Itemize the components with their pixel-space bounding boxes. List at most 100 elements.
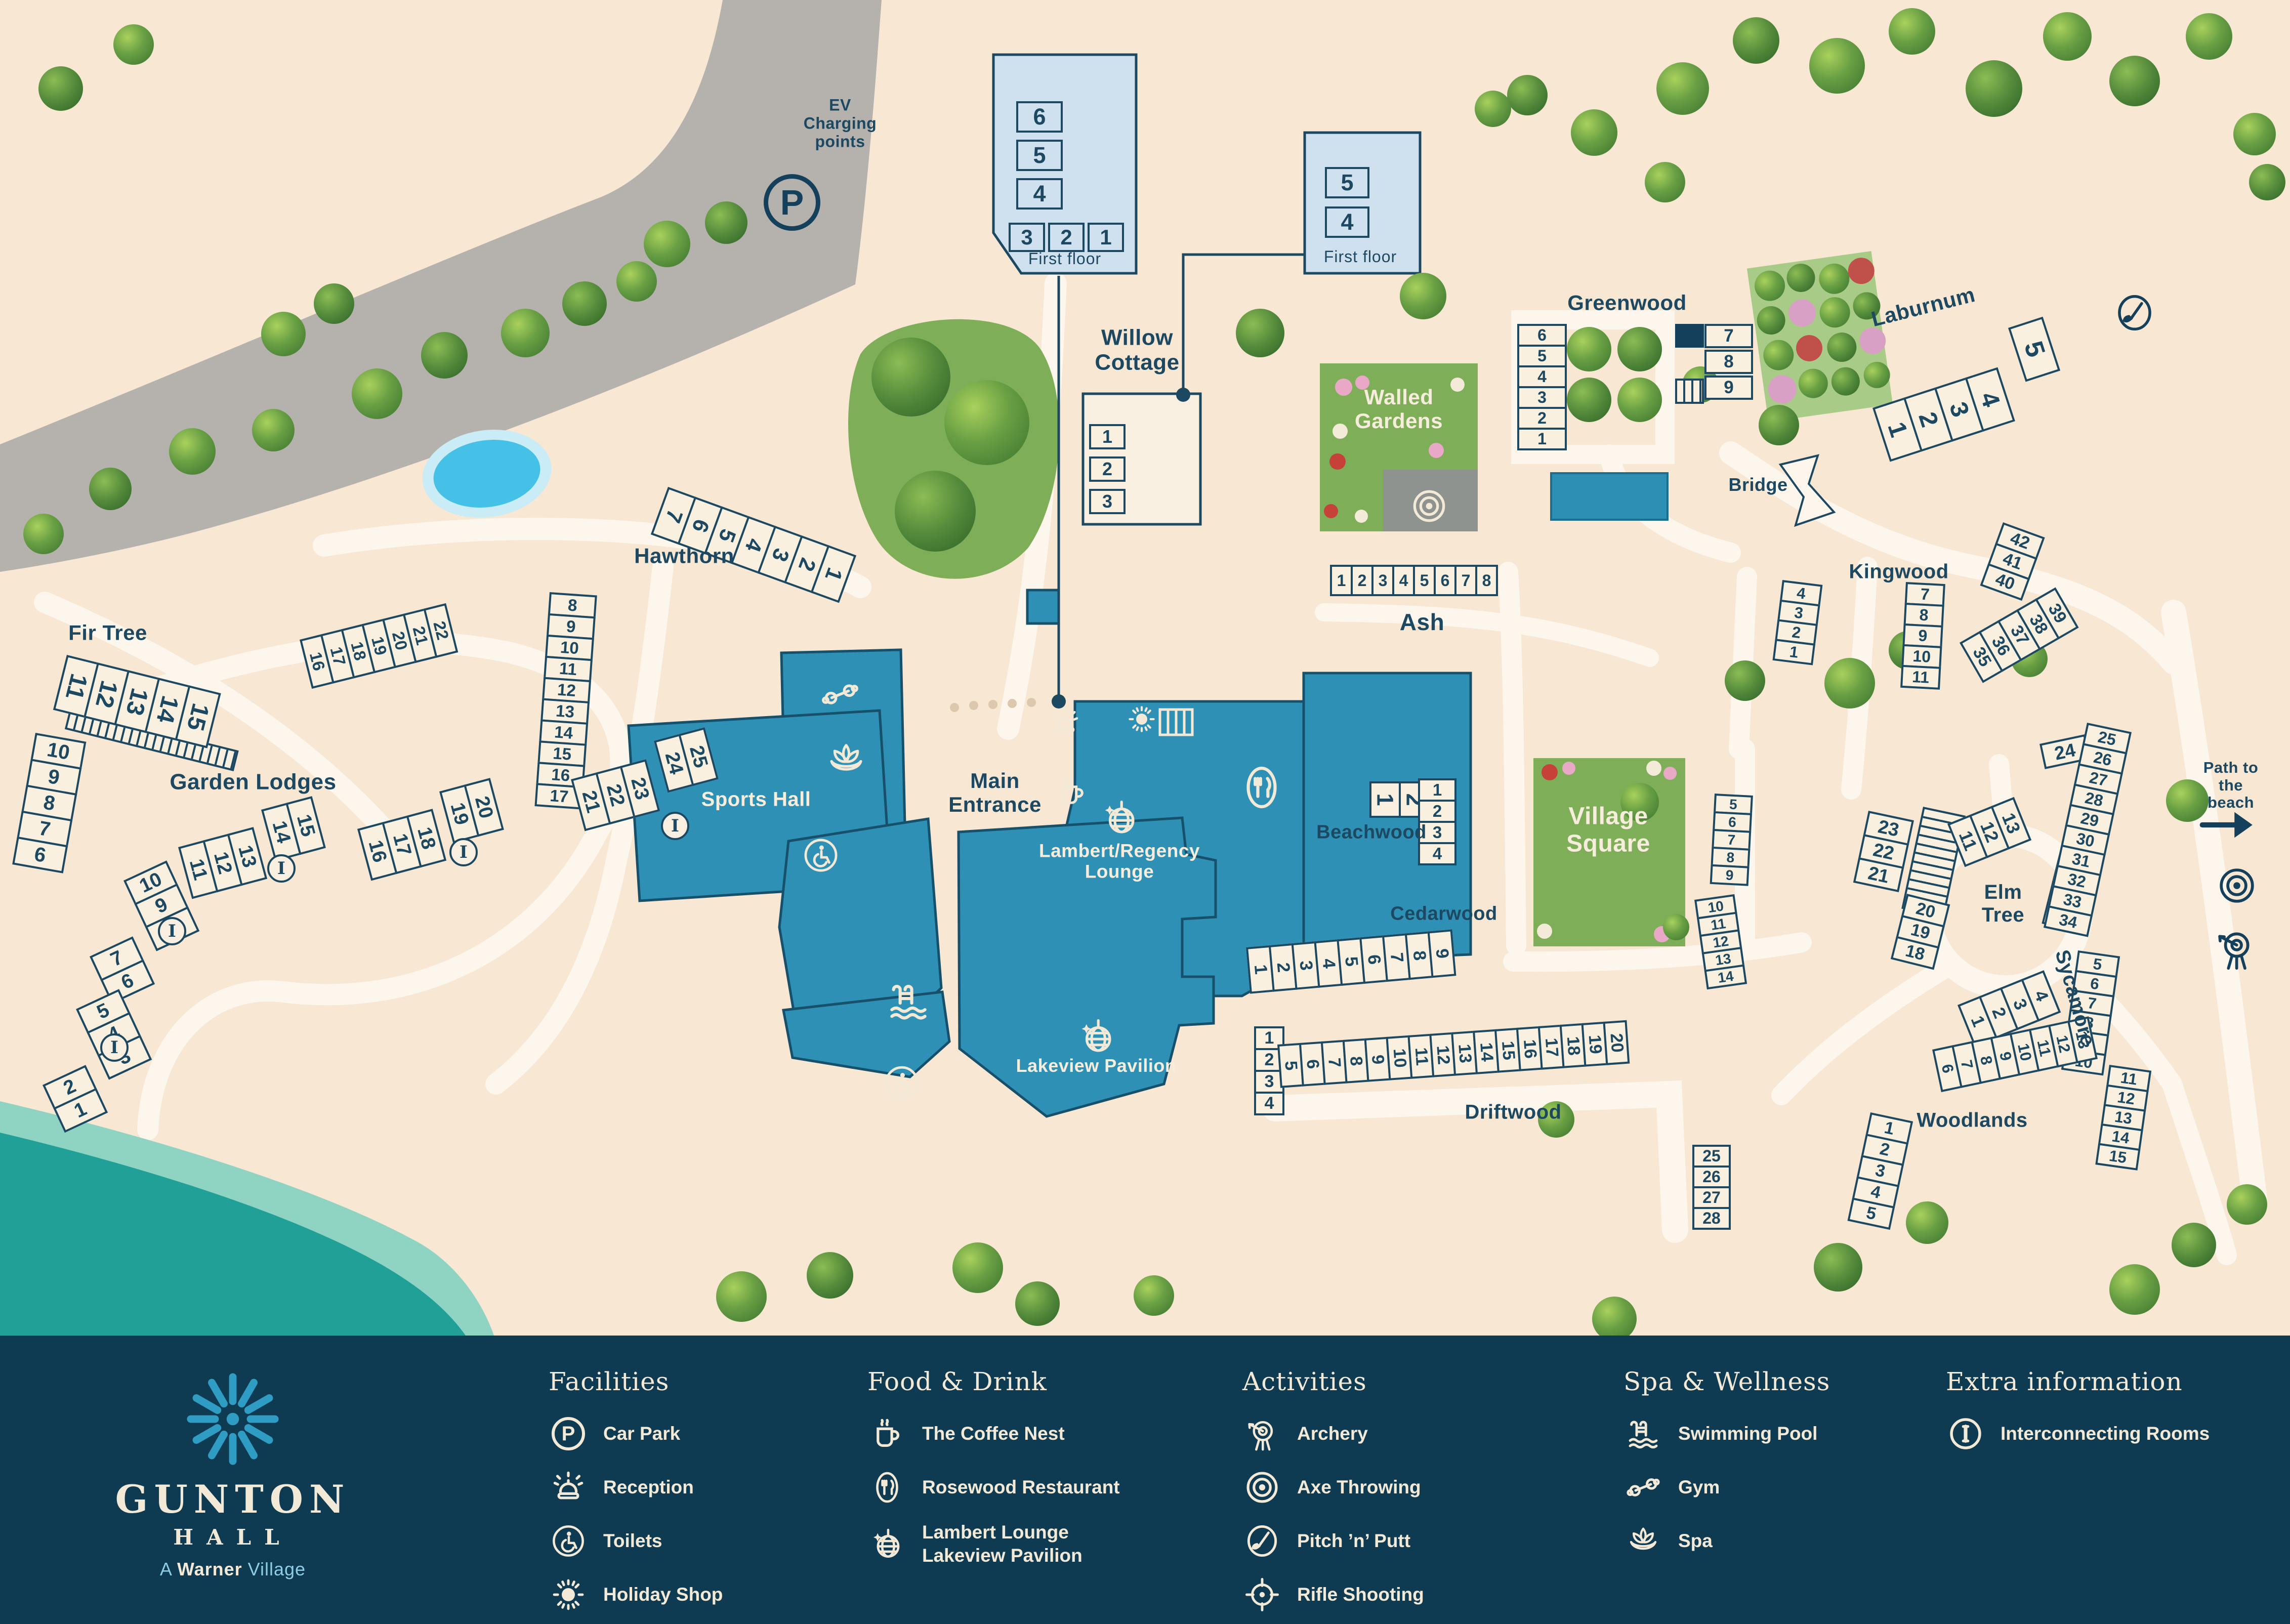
unit-greenwood-right-9: 9	[1704, 376, 1753, 400]
golf-icon	[1242, 1521, 1282, 1561]
buildings	[627, 589, 1472, 1118]
legend-item-interconnecting-rooms: Interconnecting Rooms	[1946, 1413, 2210, 1454]
legend-section-title: Food & Drink	[867, 1367, 1047, 1396]
dumbbell-icon	[1623, 1468, 1663, 1507]
legend-item-label: Car Park	[603, 1423, 681, 1444]
logo-tagline: A Warner Village	[159, 1559, 306, 1579]
unit-driftwood-25-28-27: 27	[1692, 1186, 1731, 1209]
lambert-regency-lounge-label: Lambert/Regency Lounge	[1039, 840, 1200, 882]
walled-gardens-label: Walled Gardens	[1355, 385, 1443, 433]
unit-beachwood-col-4: 4	[1418, 842, 1456, 865]
warner-star-icon	[180, 1366, 286, 1472]
main-entrance-label: Main Entrance	[948, 768, 1042, 816]
legend-item-label: Holiday Shop	[603, 1584, 723, 1605]
pond	[433, 439, 540, 508]
main-entrance-door-dot	[1052, 694, 1066, 709]
legend-item-rifle-shooting: Rifle Shooting	[1242, 1574, 1424, 1615]
interconnecting-rooms-icon: I	[267, 854, 296, 883]
lakeview-pavilion-label: Lakeview Pavilion	[1016, 1055, 1177, 1076]
laburnum-garden	[1746, 251, 1893, 422]
driftwood-label: Driftwood	[1465, 1101, 1562, 1123]
legend-item-label: The Coffee Nest	[922, 1423, 1065, 1444]
unit-ash-row-4: 4	[1392, 565, 1415, 596]
village-square-label: Village Square	[1566, 803, 1650, 857]
hawthorn-label: Hawthorn	[634, 544, 734, 568]
greenwood-label: Greenwood	[1567, 290, 1687, 315]
village-square-area	[1533, 758, 1685, 946]
path-to-beach-label: Path to the beach	[2203, 758, 2259, 812]
cutlery-icon	[867, 1468, 907, 1507]
greenwood-pool	[1550, 472, 1669, 521]
interconnecting-rooms-icon: I	[158, 917, 186, 945]
elm-tree-label: Elm Tree	[1981, 881, 2025, 926]
legend-item-archery: Archery	[1242, 1413, 1424, 1454]
legend-item-label: Spa	[1678, 1530, 1713, 1551]
unit-ash-row-1: 1	[1330, 565, 1353, 596]
unit-driftwood-25-28-25: 25	[1692, 1145, 1731, 1168]
legend-item-reception: Reception	[549, 1467, 723, 1508]
walled-gardens-flowers	[1324, 376, 1465, 523]
unit-willow-first-floor-left-4: 4	[1016, 178, 1063, 210]
legend-section-title: Spa & Wellness	[1623, 1367, 1830, 1396]
unit-ash-row-2: 2	[1351, 565, 1373, 596]
legend-item-label: Axe Throwing	[1297, 1476, 1421, 1497]
kingwood-label: Kingwood	[1849, 560, 1949, 583]
trees	[23, 8, 2285, 1336]
first-floor-1-label: First floor	[1028, 249, 1102, 268]
axe-icon	[1242, 1468, 1282, 1507]
unit-willow-first-floor-left-6: 6	[1016, 101, 1063, 133]
legend-item-label: Reception	[603, 1476, 694, 1497]
logo-title: GUNTON	[115, 1477, 351, 1522]
legend-item-axe-throwing: Axe Throwing	[1242, 1467, 1424, 1508]
willow-door-dot	[1176, 388, 1190, 402]
unit-willow-first-floor-left-row-3: 3	[1009, 223, 1045, 252]
car-park-road	[0, 0, 882, 572]
ash-label: Ash	[1399, 609, 1445, 636]
legend-item-label: Swimming Pool	[1678, 1423, 1818, 1444]
unit-greenwood-left-5: 5	[1517, 345, 1567, 367]
legend-item-swimming-pool: Swimming Pool	[1623, 1413, 1830, 1454]
unit-willow-first-floor-right-5: 5	[1325, 167, 1369, 198]
dotted-path	[950, 698, 1036, 712]
willow-cottage-label: Willow Cottage	[1095, 325, 1180, 375]
unit-willow-cottage-units-1: 1	[1089, 424, 1126, 449]
legend-item-label: Archery	[1297, 1423, 1368, 1444]
pool-building-wing	[782, 990, 951, 1078]
north-block-building	[1026, 589, 1060, 625]
sycamore-label: Sycamore	[2051, 947, 2100, 1049]
main-building-steps	[1158, 708, 1194, 736]
first-floor-box-2	[1303, 131, 1422, 275]
unit-driftwood-1-4-4: 4	[1254, 1092, 1284, 1115]
legend-item-pitch-n-putt: Pitch ’n’ Putt	[1242, 1521, 1424, 1561]
greenwood-decking	[1675, 379, 1704, 404]
interconnecting-rooms-icon: I	[100, 1033, 129, 1062]
garden-lodges-label: Garden Lodges	[170, 769, 337, 795]
cedarwood-label: Cedarwood	[1390, 903, 1497, 925]
legend-section-title: Facilities	[549, 1367, 670, 1396]
fir-tree-label: Fir Tree	[68, 620, 147, 645]
interconnecting-rooms-icon: I	[449, 838, 478, 866]
unit-driftwood-25-28-26: 26	[1692, 1165, 1731, 1188]
legend-item-label: Rosewood Restaurant	[922, 1476, 1120, 1497]
bridge-label: Bridge	[1728, 474, 1788, 495]
unit-ash-row-6: 6	[1434, 565, 1456, 596]
legend-item-label: Gym	[1678, 1476, 1720, 1497]
pool-icon	[1623, 1414, 1663, 1453]
unit-willow-cottage-units-3: 3	[1089, 489, 1126, 514]
laburnum-label: Laburnum	[1868, 282, 1978, 331]
